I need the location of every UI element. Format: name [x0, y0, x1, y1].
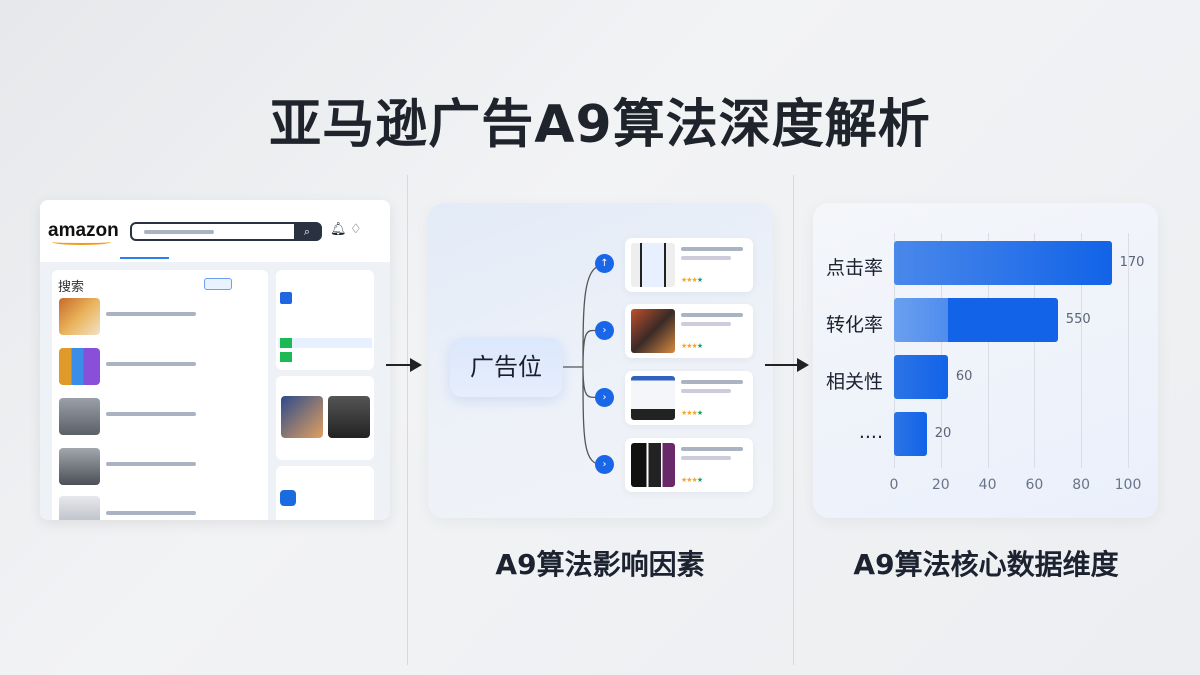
data-label: 60	[955, 369, 973, 384]
bar	[894, 355, 948, 399]
x-tick-label: 40	[978, 477, 997, 493]
x-tick-label: 80	[1072, 477, 1091, 493]
amazon-logo: amazon	[48, 220, 119, 245]
gridline	[1081, 233, 1083, 468]
right-subtitle: A9算法核心数据维度	[853, 548, 1119, 581]
data-label: 20	[934, 426, 952, 441]
sidebar-card	[276, 466, 374, 520]
chevron-right-icon: ›	[595, 321, 614, 340]
gridline	[1128, 233, 1129, 468]
gridline	[1034, 233, 1036, 468]
page-title: 亚马逊广告A9算法深度解析	[269, 95, 931, 155]
data-label: 550	[1065, 312, 1091, 327]
ad-placement-node: 广告位	[450, 338, 562, 397]
product-image	[59, 398, 100, 435]
x-tick-label: 20	[931, 477, 950, 493]
bell-icon[interactable]: 🔔︎	[330, 222, 347, 237]
chevron-right-icon: ›	[595, 388, 614, 407]
data-label: 170	[1119, 255, 1145, 270]
bell-icon[interactable]: ♢	[350, 222, 362, 237]
arrow-icon	[386, 358, 422, 372]
amazon-screenshot: amazon ⌕ 🔔︎ ♢ 搜索	[40, 200, 390, 520]
arrow-icon	[765, 358, 809, 372]
chevron-right-icon: ›	[595, 455, 614, 474]
product-card[interactable]: ★★★★	[625, 371, 753, 425]
divider	[407, 175, 408, 665]
sidebar-card	[276, 270, 374, 370]
product-image	[59, 448, 100, 485]
product-card[interactable]: ★★★★	[625, 438, 753, 492]
factors-diagram: 广告位 ↑ › › › ★★★★ ★★★★ ★★★★ ★★★★	[428, 203, 773, 518]
divider	[793, 175, 794, 665]
x-tick-label: 60	[1025, 477, 1044, 493]
gridline	[940, 233, 942, 468]
search-icon[interactable]: ⌕	[294, 224, 320, 239]
gridline	[987, 233, 989, 468]
x-tick-label: 0	[889, 477, 899, 493]
bar	[894, 298, 1058, 342]
product-image	[59, 348, 100, 385]
gridline	[894, 233, 895, 468]
product-card[interactable]: ★★★★	[625, 304, 753, 358]
bar	[894, 412, 927, 456]
connector-lines	[563, 264, 605, 466]
product-image	[59, 298, 100, 335]
bar-chart: 0 20 40 60 80 100 点击率 转化率 相关性 .... 170 550 60 20	[813, 203, 1158, 518]
category-label: 转化率	[825, 314, 883, 336]
search-input[interactable]: ⌕	[130, 222, 322, 241]
sidebar-card	[276, 376, 374, 460]
category-label: 相关性	[825, 371, 883, 393]
product-image	[59, 496, 100, 520]
product-card[interactable]: ★★★★	[625, 238, 753, 292]
bar	[894, 241, 1112, 285]
category-label: ....	[858, 421, 883, 443]
middle-subtitle: A9算法影响因素	[495, 548, 705, 581]
x-tick-label: 100	[1114, 477, 1142, 493]
arrow-up-icon: ↑	[595, 254, 614, 273]
results-heading: 搜索	[58, 280, 85, 295]
category-label: 点击率	[825, 257, 883, 279]
